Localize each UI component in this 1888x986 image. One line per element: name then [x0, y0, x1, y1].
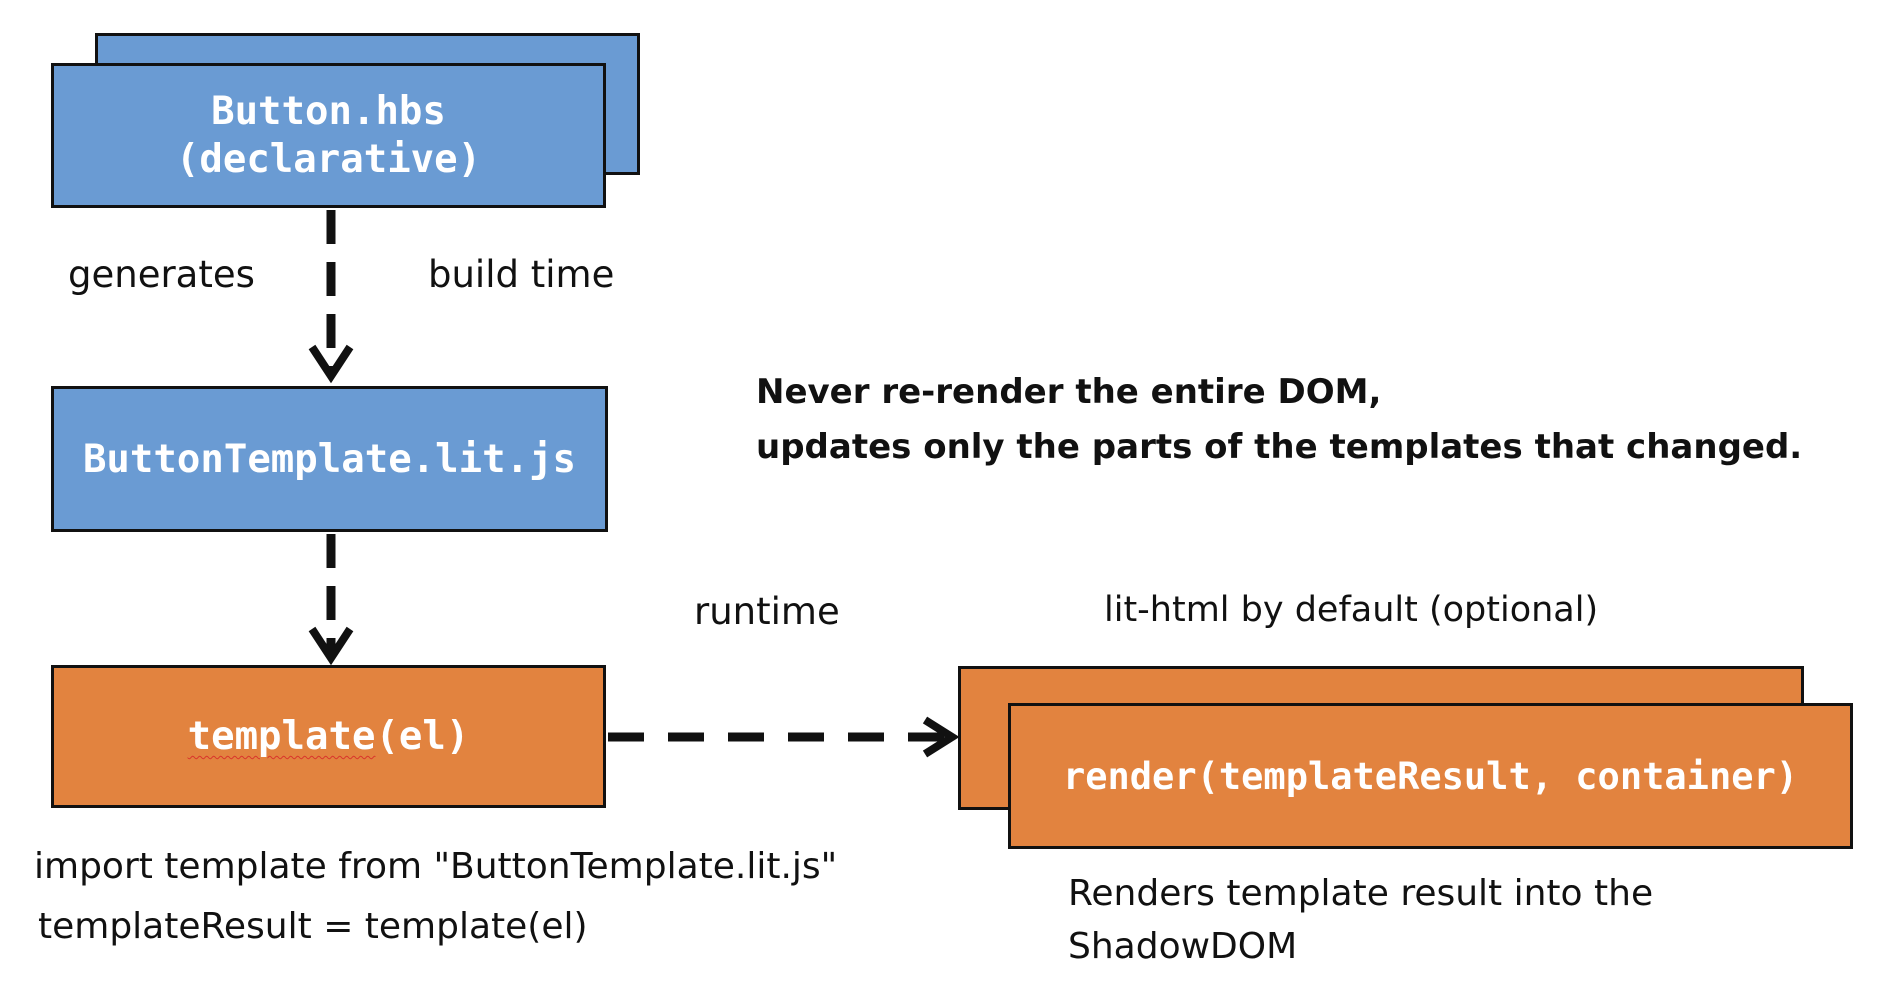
template-function-name: template: [187, 714, 376, 759]
import-line: import template from "ButtonTemplate.lit…: [34, 846, 838, 887]
template-function-args: (el): [375, 714, 470, 759]
button-template-box: ButtonTemplate.lit.js: [51, 386, 608, 532]
note-line-1: Never re-render the entire DOM,: [756, 372, 1382, 412]
button-hbs-box: Button.hbs (declarative): [51, 63, 606, 208]
renders-line-1: Renders template result into the: [1068, 873, 1654, 914]
lit-html-label: lit-html by default (optional): [1104, 590, 1599, 630]
button-hbs-subtitle: (declarative): [175, 136, 482, 182]
render-box: render(templateResult, container): [1008, 703, 1853, 849]
runtime-arrowhead-down: [308, 626, 354, 666]
template-function-label: template(el): [188, 714, 470, 759]
renders-line-2: ShadowDOM: [1068, 926, 1298, 967]
render-label: render(templateResult, container): [1062, 754, 1799, 798]
button-template-label: ButtonTemplate.lit.js: [82, 436, 577, 482]
build-time-label: build time: [428, 253, 615, 296]
template-function-box: template(el): [51, 665, 606, 808]
runtime-label: runtime: [694, 590, 840, 633]
generates-label: generates: [68, 253, 255, 296]
button-hbs-title: Button.hbs: [211, 88, 446, 134]
template-result-line: templateResult = template(el): [38, 906, 588, 947]
render-arrowhead: [922, 716, 960, 758]
note-line-2: updates only the parts of the templates …: [756, 427, 1803, 467]
generates-arrowhead: [308, 344, 354, 384]
